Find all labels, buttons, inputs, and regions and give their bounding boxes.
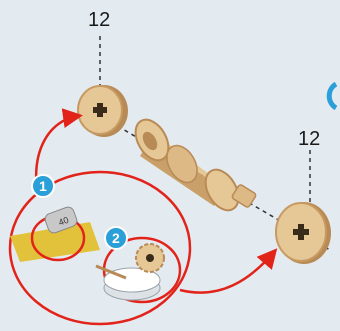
wheel-left — [78, 85, 128, 137]
cropped-badge-arc — [329, 84, 336, 108]
wheel-right — [276, 202, 331, 264]
step-badge-1: 1 — [32, 175, 54, 197]
part-label-right: 12 — [298, 128, 320, 150]
part-label-left: 12 — [88, 9, 110, 31]
arrow-to-right-wheel — [180, 252, 274, 293]
step-badge-2: 2 — [105, 227, 127, 249]
step-1-sandpaper: 40 — [10, 205, 100, 262]
step-2-wax-gear — [96, 238, 180, 302]
svg-text:1: 1 — [39, 178, 47, 194]
axle-spool — [129, 114, 257, 216]
svg-text:2: 2 — [112, 230, 120, 246]
gear-icon — [136, 244, 164, 272]
